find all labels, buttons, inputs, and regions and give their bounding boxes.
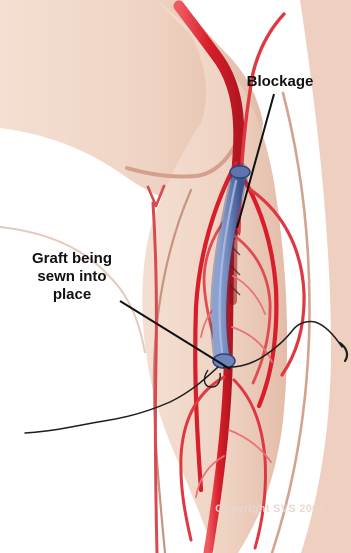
blockage-label: Blockage <box>232 73 328 91</box>
graft-label: Graft being sewn into place <box>12 250 132 304</box>
graft-label-line-2: sewn into <box>12 268 132 286</box>
graft-label-line-1: Graft being <box>12 250 132 268</box>
copyright-watermark: Copyright SVS 2004 <box>215 503 325 515</box>
graft-label-line-3: place <box>12 286 132 304</box>
upper-anastomosis <box>230 166 250 178</box>
